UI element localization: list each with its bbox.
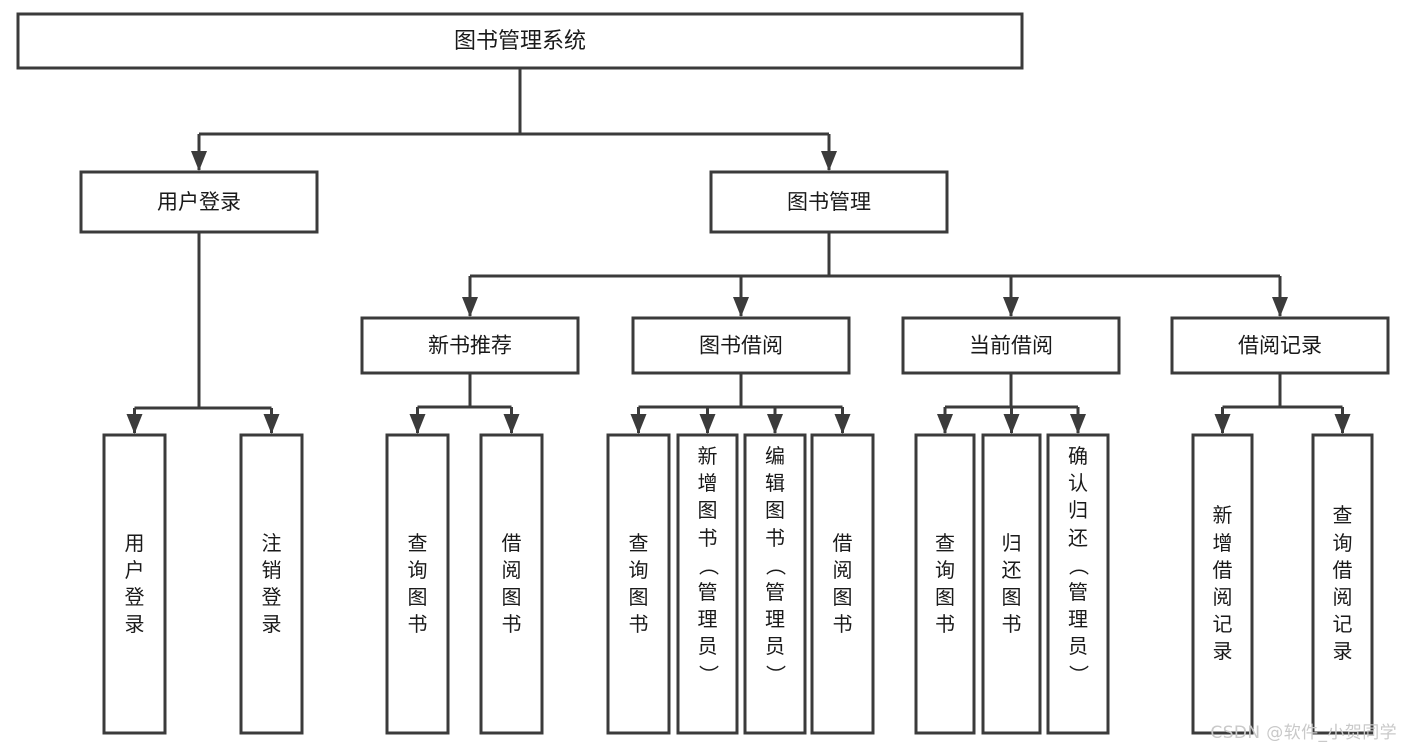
- arrow-head-icon-leaf-7: [834, 414, 851, 434]
- node-label-level3-0: 新书推荐: [428, 334, 512, 358]
- arrow-head-icon-leaf-12: [1334, 414, 1351, 434]
- arrow-head-icon-leaf-4: [630, 414, 647, 434]
- leaf-box-0[interactable]: [102, 433, 167, 735]
- arrow-head-icon-level3-2: [1003, 297, 1019, 317]
- leaf-box-11[interactable]: [1191, 433, 1254, 735]
- arrow-head-icon-leaf-8: [937, 414, 953, 434]
- node-label-level2-0: 用户登录: [157, 190, 241, 214]
- arrow-head-icon-leaf-1: [263, 414, 280, 434]
- arrow-head-icon-leaf-11: [1214, 414, 1231, 434]
- node-box-level3-2[interactable]: [901, 316, 1121, 375]
- leaf-box-3[interactable]: [479, 433, 544, 735]
- arrow-head-icon-level2-1: [821, 151, 837, 171]
- leaf-box-8[interactable]: [914, 433, 976, 735]
- node-label-level3-2: 当前借阅: [969, 334, 1053, 358]
- leaf-box-5[interactable]: [676, 433, 739, 735]
- leaf-box-9[interactable]: [981, 433, 1042, 735]
- arrow-head-icon-level3-1: [733, 297, 749, 317]
- node-box-level2-1[interactable]: [709, 170, 949, 234]
- csdn-watermark: CSDN @软件_小贺同学: [1210, 723, 1397, 743]
- arrow-head-icon-level3-3: [1272, 297, 1288, 317]
- node-box-level3-0[interactable]: [360, 316, 580, 375]
- node-box-root[interactable]: [16, 12, 1024, 70]
- arrow-head-icon-leaf-6: [767, 414, 783, 434]
- arrow-head-icon-leaf-10: [1070, 414, 1086, 434]
- arrow-head-icon-leaf-5: [699, 414, 716, 434]
- leaf-box-4[interactable]: [606, 433, 671, 735]
- node-label-level2-1: 图书管理: [787, 190, 871, 214]
- boxes-layer: [16, 12, 1390, 735]
- leaf-box-2[interactable]: [385, 433, 450, 735]
- arrow-head-icon-leaf-0: [126, 414, 143, 434]
- arrow-head-icon-leaf-3: [503, 414, 520, 434]
- arrow-head-icon-level3-0: [462, 297, 478, 317]
- leaf-box-10[interactable]: [1046, 433, 1110, 735]
- node-box-level3-1[interactable]: [631, 316, 851, 375]
- connectors-layer: [126, 68, 1351, 434]
- leaf-box-6[interactable]: [743, 433, 807, 735]
- arrow-head-icon-leaf-2: [409, 414, 426, 434]
- node-label-root: 图书管理系统: [454, 29, 586, 54]
- node-box-level2-0[interactable]: [79, 170, 319, 234]
- node-label-level3-1: 图书借阅: [699, 334, 783, 358]
- node-label-level3-3: 借阅记录: [1238, 334, 1322, 358]
- arrow-head-icon-leaf-9: [1003, 414, 1020, 434]
- leaf-box-12[interactable]: [1311, 433, 1374, 735]
- node-box-level3-3[interactable]: [1170, 316, 1390, 375]
- arrow-head-icon-level2-0: [191, 151, 207, 171]
- leaf-box-7[interactable]: [810, 433, 875, 735]
- leaf-box-1[interactable]: [239, 433, 304, 735]
